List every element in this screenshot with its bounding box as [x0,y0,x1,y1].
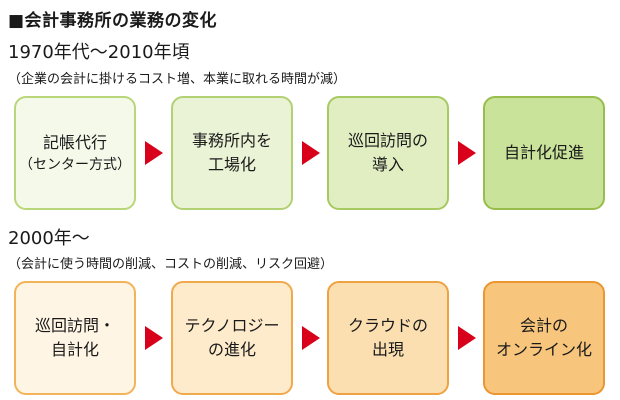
era1-heading: 1970年代〜2010年頃 [8,42,190,63]
era2-step-4-line1: 会計の [519,316,568,335]
era2-arrow-3 [458,326,476,350]
era1-step-4: 自計化促進 [483,96,605,210]
era2-arrow-1 [145,326,163,350]
era2-step-1-line2: 自計化 [50,340,99,359]
era2-step-2-line2: の進化 [207,340,256,359]
era1-step-4-line1: 自計化促進 [503,143,584,162]
era1-step-2-line1: 事務所内を [191,131,272,150]
era1-step-1: 記帳代行 （センター方式） [14,96,136,210]
era2-step-4: 会計の オンライン化 [483,281,605,395]
era1-arrow-1 [145,141,163,165]
diagram-title: ■会計事務所の業務の変化 [8,11,218,31]
era2-step-3-line2: 出現 [371,340,404,359]
era1-arrow-3 [458,141,476,165]
era1-step-2-line2: 工場化 [207,155,256,174]
era2-step-4-line2: オンライン化 [495,340,592,359]
era2-heading: 2000年〜 [8,228,90,249]
era2-step-3: クラウドの 出現 [327,281,449,395]
era1-step-3-line1: 巡回訪問の [347,131,428,150]
era2-step-2-line1: テクノロジー [184,316,280,335]
era1-step-2: 事務所内を 工場化 [171,96,293,210]
era1-step-3-line2: 導入 [371,155,404,174]
era2-step-2: テクノロジー の進化 [171,281,293,395]
era2-step-3-line1: クラウドの [347,316,428,335]
era1-step-1-line2: （センター方式） [19,156,131,173]
era2-step-1: 巡回訪問・ 自計化 [14,281,136,395]
era2-note: （会計に使う時間の削減、コストの削減、リスク回避） [8,257,334,272]
era1-arrow-2 [302,141,320,165]
era1-step-3: 巡回訪問の 導入 [327,96,449,210]
era1-note: （企業の会計に掛けるコスト増、本業に取れる時間が減） [8,72,347,87]
era1-step-1-line1: 記帳代行 [42,132,107,152]
era2-arrow-2 [302,326,320,350]
era2-step-1-line1: 巡回訪問・ [34,316,115,335]
